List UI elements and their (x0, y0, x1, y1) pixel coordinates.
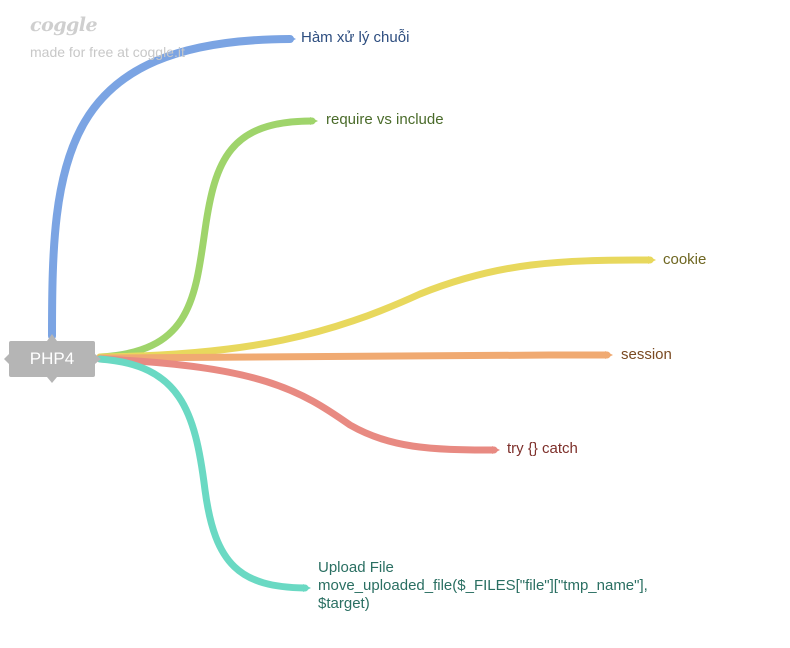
root-node[interactable]: PHP4 (9, 341, 95, 377)
branch-label-session[interactable]: session (621, 346, 672, 363)
branch-label-require-include[interactable]: require vs include (326, 111, 444, 128)
branch-tip-session (605, 351, 613, 359)
branch-connector-session (96, 351, 611, 362)
branch-connector-require-include (96, 117, 316, 361)
brand-tagline[interactable]: made for free at coggle.it (30, 44, 185, 60)
branch-tip-string-functions (288, 35, 296, 43)
branch-tip-cookie (648, 256, 656, 264)
branch-tip-require-include (310, 117, 318, 125)
branch-label-line: $target) (318, 595, 370, 612)
branch-label-line: move_uploaded_file($_FILES["file"]["tmp_… (318, 577, 648, 594)
brand-logo: coggle (30, 14, 98, 36)
branch-label-cookie[interactable]: cookie (663, 251, 707, 268)
branch-tip-try-catch (492, 446, 500, 454)
root-connector-left-icon (4, 354, 9, 364)
root-connector-right-icon (95, 354, 101, 364)
branch-label-try-catch[interactable]: try {} catch (507, 440, 578, 457)
branch-connector-try-catch (96, 355, 498, 454)
branch-tip-upload-file (303, 584, 311, 592)
root-connector-bottom-icon (47, 377, 57, 383)
branch-label-upload-file[interactable]: Upload File move_uploaded_file($_FILES["… (318, 559, 648, 613)
branch-label-string-functions[interactable]: Hàm xử lý chuỗi (301, 29, 410, 46)
branch-connector-upload-file (96, 355, 309, 592)
branch-connector-cookie (96, 256, 654, 361)
branch-label-line: Upload File (318, 559, 394, 576)
root-connector-top-icon (47, 334, 57, 341)
branch-connector-string-functions (48, 35, 294, 340)
